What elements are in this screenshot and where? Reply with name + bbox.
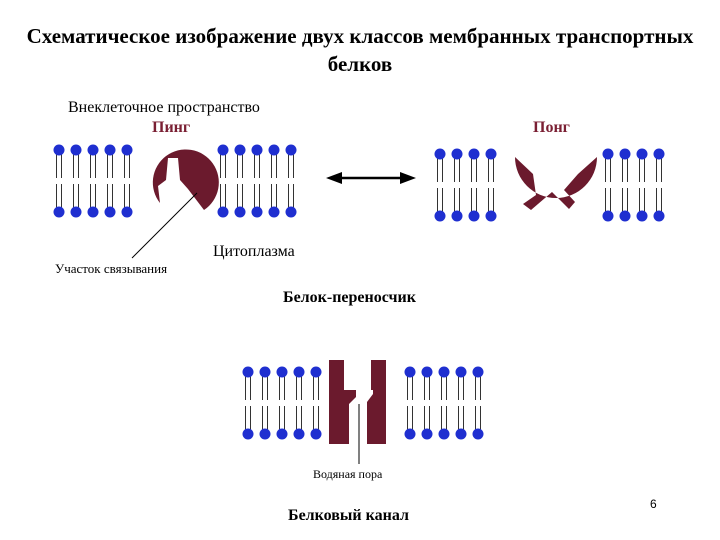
lipid-molecule bbox=[602, 148, 614, 222]
lipid-molecule bbox=[434, 148, 446, 222]
double-arrow-icon bbox=[326, 172, 416, 184]
label-binding-site: Участок связывания bbox=[55, 261, 168, 276]
page-number: 6 bbox=[650, 497, 657, 511]
lipid-molecule bbox=[285, 144, 297, 218]
lipid-molecule bbox=[404, 366, 416, 440]
lipid-molecule bbox=[472, 366, 484, 440]
protein-shape bbox=[515, 157, 597, 210]
lipid-molecule bbox=[87, 144, 99, 218]
lipid-molecule bbox=[234, 144, 246, 218]
lipid-molecule bbox=[276, 366, 288, 440]
lipid-molecule bbox=[259, 366, 271, 440]
label-carrier-protein: Белок-переносчик bbox=[283, 289, 416, 306]
lipid-molecule bbox=[451, 148, 463, 222]
ping-carrier-protein bbox=[152, 149, 219, 210]
protein-shape bbox=[329, 360, 356, 444]
label-protein-channel: Белковый канал bbox=[288, 507, 409, 524]
membrane-pong-right bbox=[602, 148, 665, 222]
lipid-molecule bbox=[53, 144, 65, 218]
lipid-molecule bbox=[217, 144, 229, 218]
label-ping: Пинг bbox=[152, 119, 191, 136]
binding-site-pointer bbox=[131, 192, 198, 259]
pong-carrier-protein bbox=[515, 157, 597, 210]
lipid-molecule bbox=[251, 144, 263, 218]
lipid-bilayers bbox=[53, 144, 665, 440]
lipid-molecule bbox=[438, 366, 450, 440]
lipid-molecule bbox=[485, 148, 497, 222]
lipid-molecule bbox=[70, 144, 82, 218]
lipid-molecule bbox=[455, 366, 467, 440]
protein-shape bbox=[152, 149, 219, 210]
membrane-ping-right bbox=[217, 144, 297, 218]
lipid-molecule bbox=[293, 366, 305, 440]
membrane-pong-left bbox=[434, 148, 497, 222]
lipid-molecule bbox=[268, 144, 280, 218]
membrane-channel-left bbox=[242, 366, 322, 440]
lipid-molecule bbox=[468, 148, 480, 222]
lipid-molecule bbox=[121, 144, 133, 218]
annotations bbox=[131, 172, 416, 464]
protein-shape bbox=[367, 360, 386, 444]
membrane-channel-right bbox=[404, 366, 484, 440]
lipid-molecule bbox=[421, 366, 433, 440]
label-pong: Понг bbox=[533, 119, 570, 136]
lipid-molecule bbox=[636, 148, 648, 222]
lipid-molecule bbox=[619, 148, 631, 222]
label-water-pore: Водяная пора bbox=[313, 467, 383, 481]
protein-channel bbox=[329, 360, 386, 444]
page-title: Схематическое изображение двух классов м… bbox=[26, 24, 694, 76]
lipid-molecule bbox=[310, 366, 322, 440]
label-extracellular-space: Внеклеточное пространство bbox=[68, 99, 260, 116]
label-cytoplasm: Цитоплазма bbox=[213, 243, 295, 260]
lipid-molecule bbox=[653, 148, 665, 222]
lipid-molecule bbox=[242, 366, 254, 440]
lipid-molecule bbox=[104, 144, 116, 218]
proteins bbox=[152, 149, 597, 444]
membrane-ping-left bbox=[53, 144, 133, 218]
